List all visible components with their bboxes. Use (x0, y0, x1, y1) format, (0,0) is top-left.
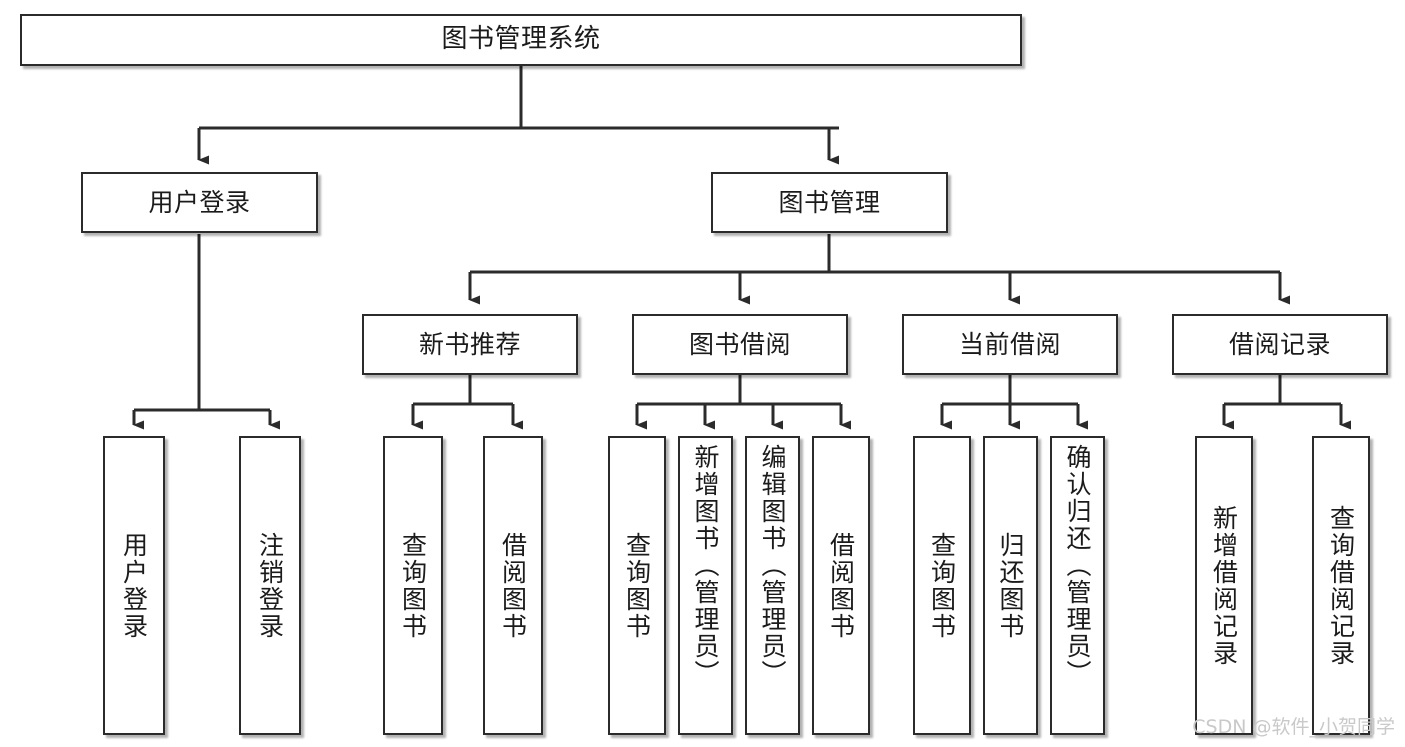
node-book-management-system[interactable]: 图书管理系统 (20, 14, 1022, 66)
node-new-book-recommend[interactable]: 新书推荐 (362, 314, 578, 375)
leaf-edit-book-admin[interactable]: 编辑图书（管理员） (745, 436, 800, 735)
node-current-borrow[interactable]: 当前借阅 (902, 314, 1118, 375)
node-label: 用户登录 (148, 187, 251, 217)
leaf-query-book-2[interactable]: 查询图书 (608, 436, 666, 735)
node-label: 查询图书 (398, 531, 428, 640)
node-book-borrow[interactable]: 图书借阅 (632, 314, 848, 375)
leaf-confirm-return-admin[interactable]: 确认归还（管理员） (1050, 436, 1105, 735)
node-label: 新增借阅记录 (1209, 504, 1239, 667)
leaf-add-book-admin[interactable]: 新增图书（管理员） (678, 436, 733, 735)
leaf-user-logout[interactable]: 注销登录 (239, 436, 301, 735)
node-label: 查询借阅记录 (1326, 504, 1356, 667)
node-label: 归还图书 (996, 531, 1025, 640)
node-label: 借阅记录 (1228, 329, 1331, 359)
node-label: 图书借阅 (688, 329, 791, 359)
node-label: 图书管理 (778, 187, 881, 217)
node-label: 查询图书 (622, 531, 652, 640)
node-label: 查询图书 (927, 531, 957, 640)
leaf-user-login[interactable]: 用户登录 (103, 436, 165, 735)
leaf-add-borrow-record[interactable]: 新增借阅记录 (1195, 436, 1253, 735)
leaf-query-book-1[interactable]: 查询图书 (383, 436, 443, 735)
leaf-query-borrow-record[interactable]: 查询借阅记录 (1312, 436, 1370, 735)
node-label: 注销登录 (255, 531, 285, 640)
node-label: 用户登录 (119, 531, 149, 640)
node-borrow-record[interactable]: 借阅记录 (1172, 314, 1388, 375)
node-label: 当前借阅 (958, 329, 1061, 359)
node-label: 确认归还（管理员） (1063, 444, 1092, 687)
node-label: 图书管理系统 (441, 24, 601, 55)
node-label: 借阅图书 (826, 531, 856, 640)
node-label: 编辑图书（管理员） (758, 444, 787, 687)
node-label: 借阅图书 (498, 531, 528, 640)
node-book-management[interactable]: 图书管理 (711, 172, 948, 233)
node-label: 新增图书（管理员） (691, 444, 720, 687)
node-label: 新书推荐 (418, 329, 521, 359)
leaf-borrow-book-1[interactable]: 借阅图书 (483, 436, 543, 735)
node-user-login[interactable]: 用户登录 (81, 172, 318, 233)
leaf-query-book-3[interactable]: 查询图书 (913, 436, 971, 735)
leaf-return-book[interactable]: 归还图书 (983, 436, 1038, 735)
leaf-borrow-book-2[interactable]: 借阅图书 (812, 436, 870, 735)
